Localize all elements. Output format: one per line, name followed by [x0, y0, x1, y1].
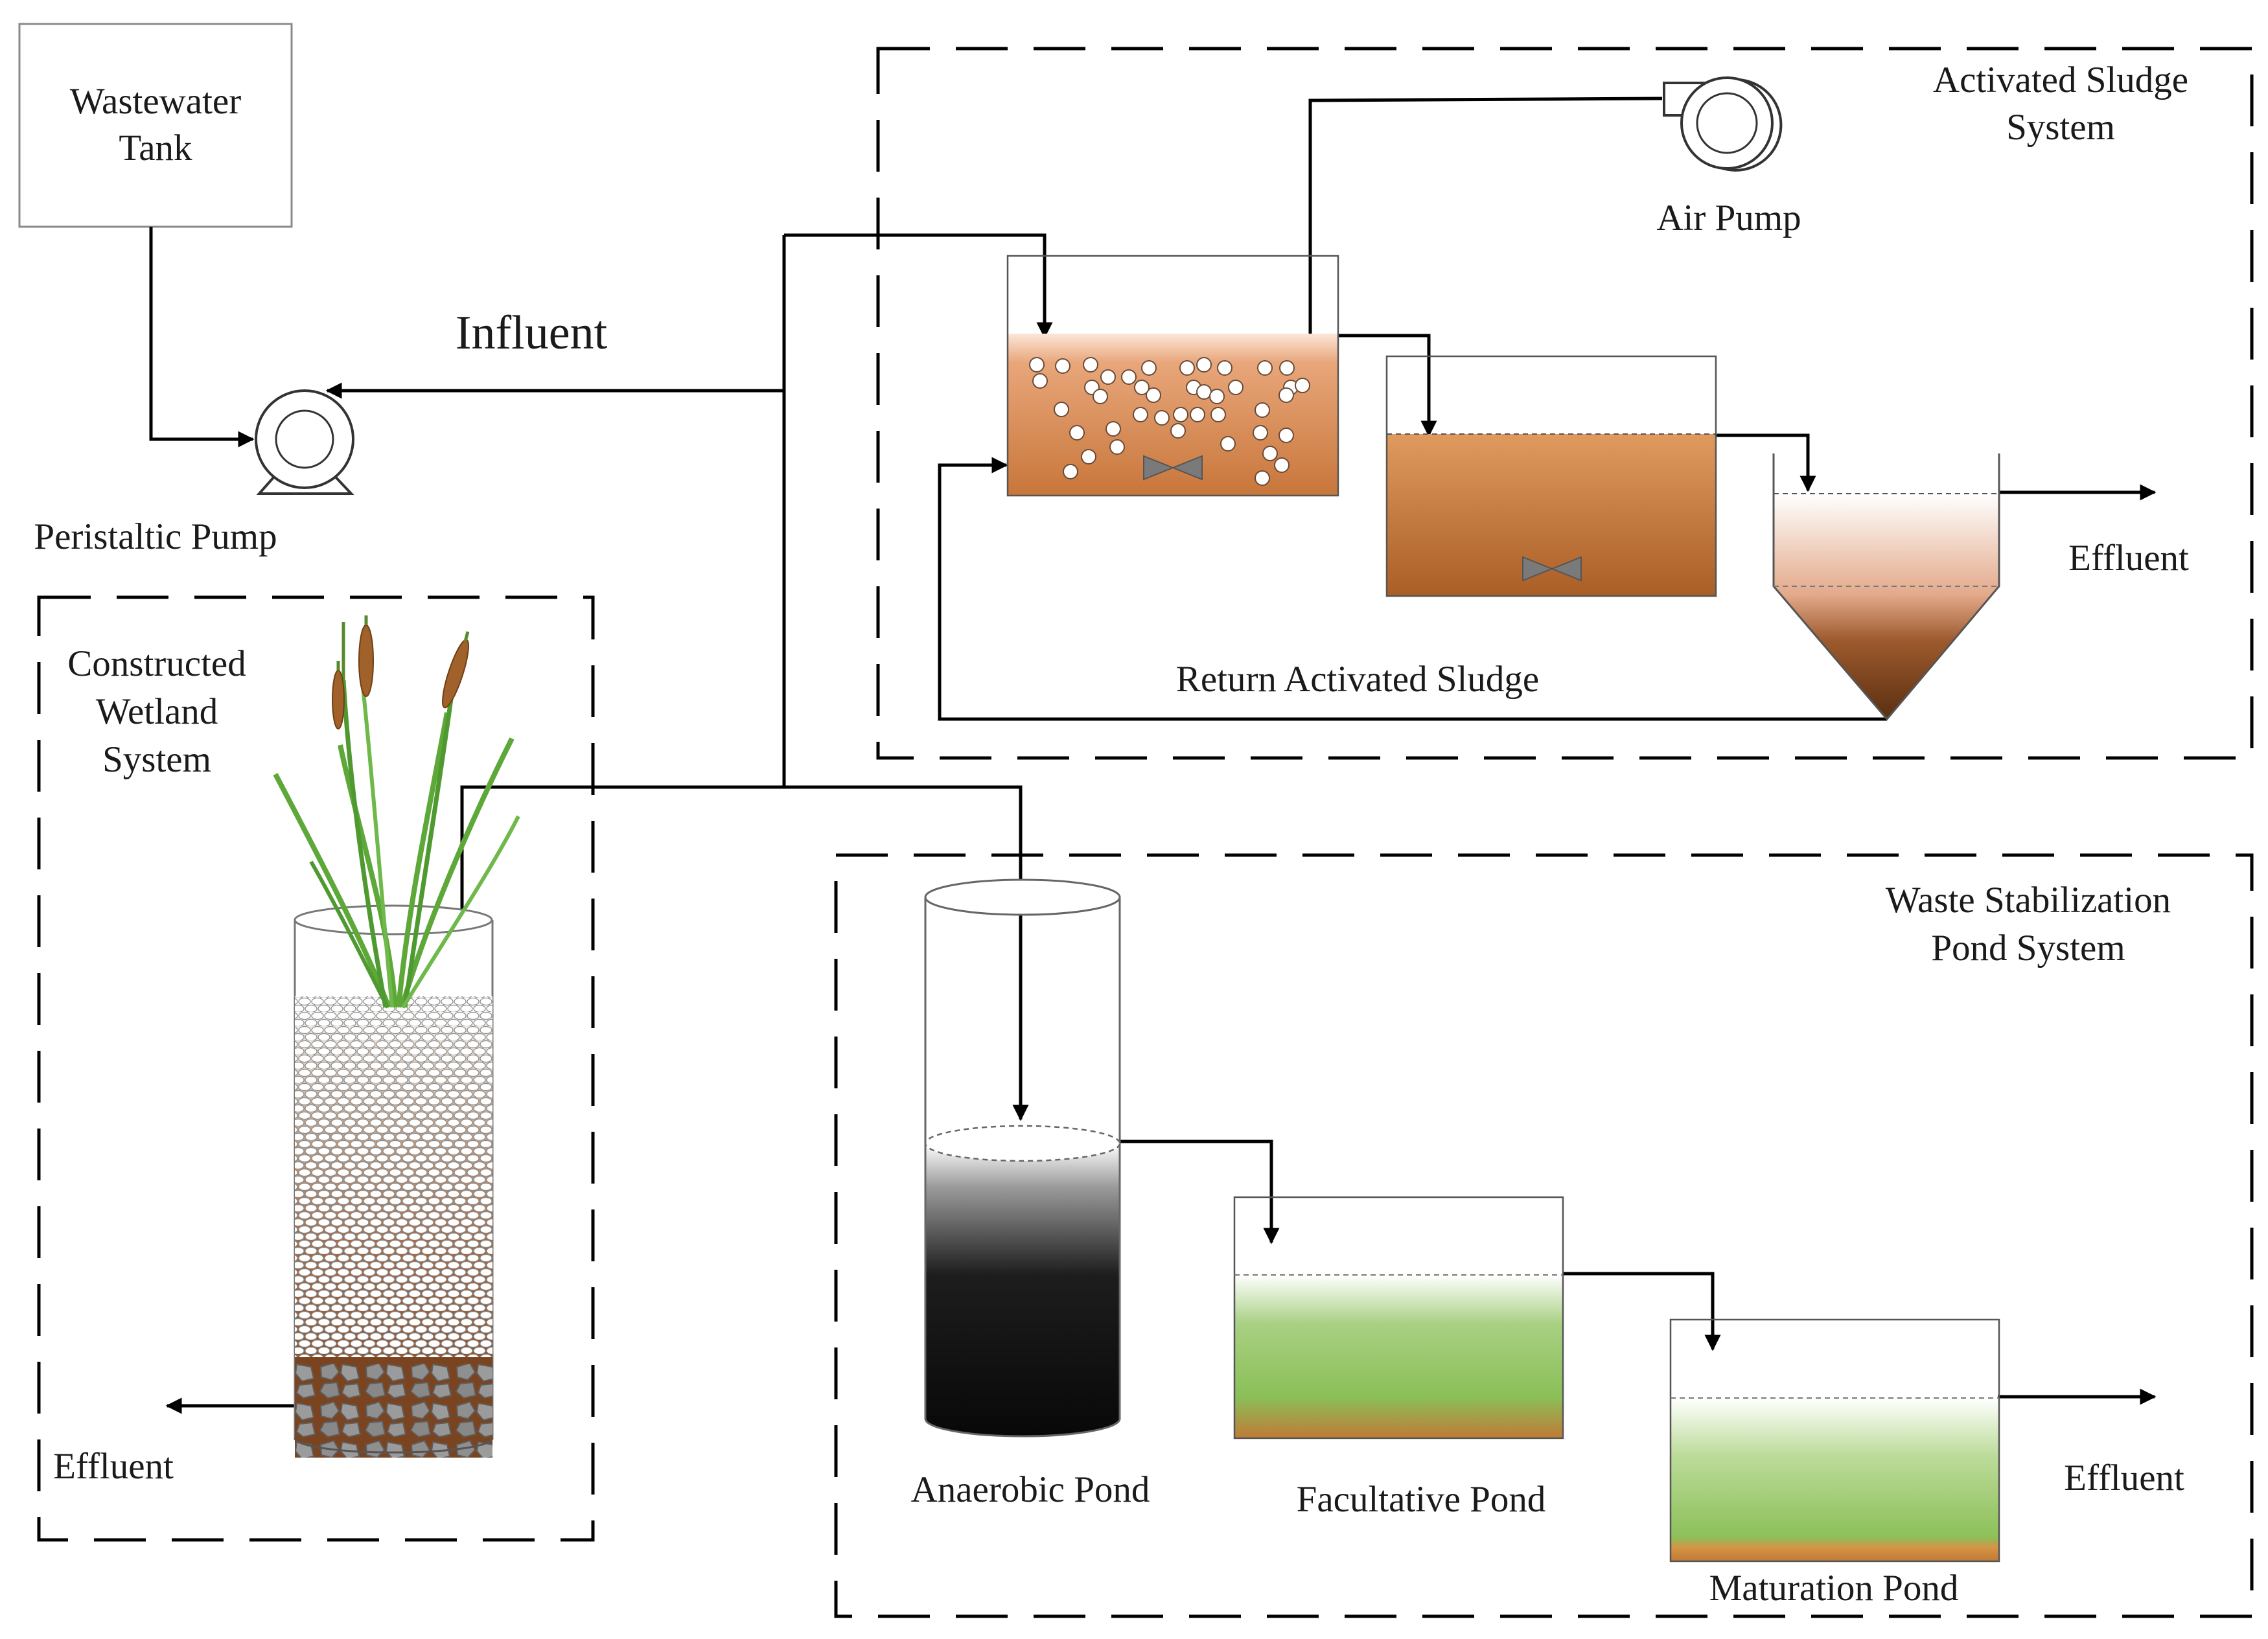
air-bubble	[1063, 464, 1078, 479]
air-bubble	[1196, 357, 1212, 372]
clarifier	[1772, 453, 2000, 721]
air-bubble	[1093, 389, 1108, 404]
air-bubble	[1032, 373, 1048, 389]
mixing-tank	[1385, 355, 1717, 597]
to-wetland-line	[454, 785, 784, 1000]
air-line	[1302, 97, 1663, 491]
constructed-wetland-title-3: System	[102, 739, 211, 780]
wastewater-tank: Wastewater Tank	[18, 23, 293, 228]
air-pump-icon	[1663, 76, 1783, 172]
air-bubble	[1141, 360, 1157, 376]
air-bubble	[1054, 402, 1069, 417]
air-bubble	[1069, 425, 1085, 441]
wastewater-tank-label-2: Tank	[119, 128, 192, 168]
air-bubble	[1083, 357, 1098, 372]
air-bubbles	[1029, 357, 1310, 486]
tank2-to-clarifier-line	[1716, 433, 1816, 492]
wetland-effluent-label: Effluent	[53, 1446, 174, 1487]
air-bubble	[1196, 384, 1212, 400]
air-bubble	[1279, 360, 1295, 376]
air-bubble	[1253, 425, 1268, 441]
constructed-wetland-title-1: Constructed	[67, 643, 246, 684]
air-pump-label: Air Pump	[1656, 198, 1801, 238]
activated-effluent-label: Effluent	[2068, 538, 2189, 579]
activated-sludge-title-2: System	[2006, 107, 2115, 148]
return-activated-sludge-label: Return Activated Sludge	[1176, 659, 1539, 700]
air-bubble	[1274, 457, 1290, 473]
mixer-icon	[1143, 455, 1203, 481]
air-bubble	[1081, 449, 1096, 464]
waste-stabilization-pond-system: Waste Stabilization Pond System Anaerobi…	[834, 853, 2254, 1618]
waste-stabilization-frame	[834, 853, 2254, 1618]
waste-stabilization-title-2: Pond System	[1931, 928, 2125, 968]
pond-effluent-label: Effluent	[2064, 1458, 2184, 1498]
air-bubble	[1262, 446, 1278, 461]
facultative-to-maturation-line	[1563, 1272, 1721, 1351]
anaerobic-pond	[924, 878, 1121, 1438]
air-bubble	[1190, 407, 1205, 422]
aeration-tank	[1006, 255, 1339, 497]
air-bubble	[1100, 369, 1116, 385]
air-bubble	[1209, 389, 1225, 404]
air-bubble	[1154, 410, 1170, 426]
flow-lines	[149, 97, 2157, 1414]
air-bubble	[1220, 436, 1236, 452]
peristaltic-pump-icon: Peristaltic Pump	[34, 389, 354, 557]
influent-label: Influent	[456, 306, 608, 360]
maturation-pond-label: Maturation Pond	[1709, 1568, 1959, 1609]
air-bubble	[1173, 407, 1188, 422]
mixer-icon	[1522, 556, 1582, 582]
anaerobic-to-facultative-line	[1120, 1140, 1280, 1244]
anaerobic-pond-label: Anaerobic Pond	[911, 1469, 1150, 1510]
air-bubble	[1170, 423, 1186, 439]
air-bubble	[1217, 360, 1232, 376]
return-activated-sludge-line	[938, 457, 1887, 721]
air-bubble	[1134, 380, 1150, 395]
wastewater-tank-label-1: Wastewater	[70, 81, 241, 122]
activated-sludge-frame	[876, 47, 2254, 760]
air-bubble	[1257, 360, 1273, 376]
gravel-icon	[295, 1364, 492, 1458]
air-bubble	[1105, 421, 1121, 437]
peristaltic-pump-label: Peristaltic Pump	[34, 516, 277, 557]
to-aeration-tank-line	[784, 233, 1053, 339]
air-bubble	[1179, 360, 1195, 376]
air-bubble	[1279, 428, 1294, 443]
constructed-wetland-system: Constructed Wetland System	[37, 595, 595, 1542]
air-bubble	[1029, 357, 1045, 372]
facultative-pond	[1233, 1196, 1564, 1439]
aeration-to-tank2-line	[1337, 334, 1437, 437]
activated-sludge-system: Activated Sludge System Air Pump	[876, 47, 2254, 760]
wetland-column	[294, 904, 494, 1458]
constructed-wetland-frame	[37, 595, 595, 1542]
air-bubble	[1295, 378, 1310, 393]
air-bubble	[1133, 407, 1148, 422]
cattail-plant-icon	[273, 615, 520, 1009]
tank-to-pump-line	[149, 227, 255, 448]
air-bubble	[1228, 380, 1244, 395]
constructed-wetland-title-2: Wetland	[96, 691, 218, 732]
air-bubble	[1279, 387, 1294, 403]
air-bubble	[1146, 387, 1161, 403]
air-bubble	[1121, 369, 1137, 385]
to-anaerobic-pond-line	[784, 785, 1029, 1121]
gravel-media-layer	[295, 996, 492, 1367]
maturation-pond	[1669, 1318, 2000, 1563]
air-bubble	[1055, 358, 1070, 374]
facultative-pond-label: Facultative Pond	[1297, 1479, 1546, 1520]
air-bubble	[1109, 439, 1125, 455]
activated-sludge-title-1: Activated Sludge	[1933, 60, 2188, 100]
air-bubble	[1255, 402, 1270, 418]
waste-stabilization-title-1: Waste Stabilization	[1886, 880, 2171, 921]
air-bubble	[1255, 470, 1270, 486]
air-bubble	[1210, 407, 1226, 422]
